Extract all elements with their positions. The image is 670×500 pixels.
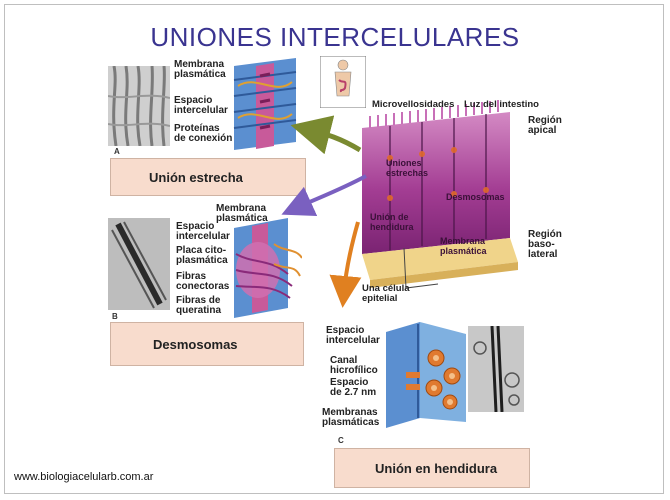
label-uniones-estrechas: Uniones estrechas	[386, 158, 429, 178]
intestinal-epithelium-diagram	[362, 100, 518, 289]
caption-desmosomas: Desmosomas	[110, 322, 304, 366]
label-una-celula-epitelial: Una célula epitelial	[362, 283, 410, 304]
gap-junction-illustration	[386, 322, 466, 428]
label-b-fibras-conectoras: Fibras conectoras	[176, 271, 230, 292]
desmosome-illustration	[234, 218, 302, 318]
label-union-hendidura: Unión de hendidura	[370, 212, 414, 232]
slide-frame	[4, 4, 664, 494]
caption-union-hendidura: Unión en hendidura	[334, 448, 530, 488]
label-desmosomas: Desmosomas	[446, 192, 505, 202]
page-title: UNIONES INTERCELULARES	[150, 22, 520, 52]
micrograph-c	[468, 326, 524, 412]
panel-a-letter: A	[114, 147, 120, 156]
label-b-membrana: Membrana plasmática	[216, 203, 268, 224]
tight-junction-illustration	[233, 58, 297, 150]
human-figure-thumbnail	[320, 56, 366, 108]
label-b-placa: Placa cito- plasmática	[176, 245, 228, 266]
label-c-canal: Canal hicrofílico	[330, 355, 378, 376]
label-microvellosidades: Microvellosidades	[372, 99, 455, 110]
label-a-membrana: Membrana plasmática	[174, 59, 226, 80]
label-b-fibras-queratina: Fibras de queratina	[176, 295, 222, 316]
label-a-espacio: Espacio intercelular	[174, 95, 228, 116]
panel-c-letter: C	[338, 436, 344, 445]
label-region-apical: Región apical	[528, 115, 562, 136]
label-a-proteinas: Proteínas de conexión	[174, 123, 233, 144]
micrograph-a	[108, 66, 170, 146]
label-central-membrana: Membrana plasmática	[440, 236, 487, 256]
label-region-basolateral: Región baso- lateral	[528, 229, 562, 260]
label-c-membranas: Membranas plasmáticas	[322, 407, 380, 428]
label-c-espacio-27: Espacio de 2.7 nm	[330, 377, 377, 398]
micrograph-b	[108, 218, 170, 310]
panel-b-letter: B	[112, 312, 118, 321]
label-luz-intestino: Luz del intestino	[464, 99, 539, 110]
caption-union-estrecha: Unión estrecha	[110, 158, 306, 196]
label-b-espacio: Espacio intercelular	[176, 221, 230, 242]
label-c-espacio: Espacio intercelular	[326, 325, 380, 346]
footer-url: www.biologiacelularb.com.ar	[14, 471, 154, 483]
